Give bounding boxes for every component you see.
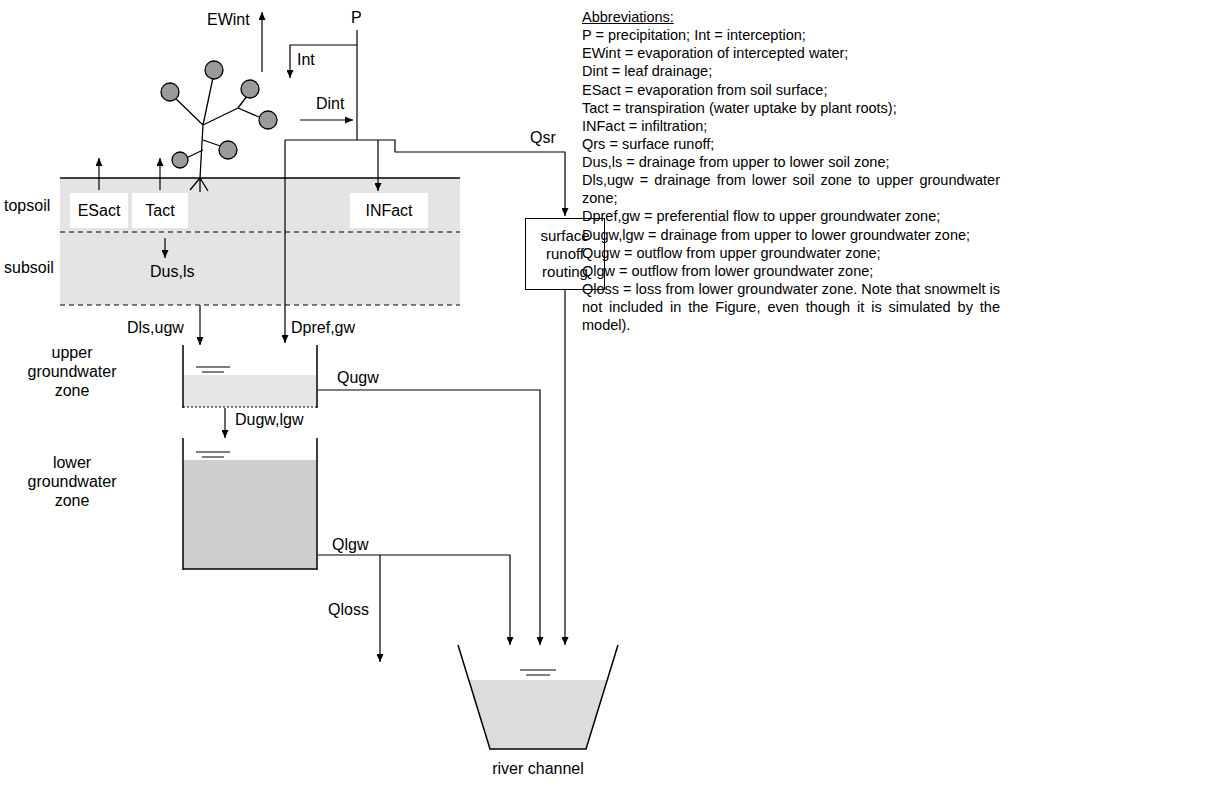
tree-illustration bbox=[161, 61, 277, 192]
node-text: Dus,ls bbox=[150, 262, 194, 281]
abbreviation-entry: Tact = transpiration (water uptake by pl… bbox=[582, 99, 1000, 117]
flux-label: Dpref,gw bbox=[291, 318, 355, 337]
flux-arrow bbox=[261, 12, 262, 72]
soil-layer-boundary bbox=[60, 305, 460, 306]
edge-label: Qlgw bbox=[330, 535, 370, 554]
outline-part bbox=[458, 645, 618, 749]
flux-label: P bbox=[351, 8, 362, 27]
flux-arrow bbox=[377, 140, 378, 191]
outline-part bbox=[196, 367, 230, 372]
groundwater-tank-outline bbox=[182, 345, 318, 408]
ground-surface bbox=[60, 177, 460, 178]
abbreviation-entry: Dpref,gw = preferential flow to upper gr… bbox=[582, 207, 1000, 225]
node-text: Tact bbox=[145, 201, 174, 220]
flux-arrow bbox=[159, 158, 160, 190]
soil-layer-boundary bbox=[60, 232, 460, 233]
abbreviation-entry: Dugw,lgw = drainage from upper to lower … bbox=[582, 226, 1000, 244]
outline-part bbox=[183, 568, 317, 570]
flow-connector bbox=[318, 390, 540, 645]
flux-line bbox=[356, 30, 357, 140]
node-text: upper groundwater zone bbox=[17, 343, 127, 401]
outline-part bbox=[520, 670, 556, 675]
river-channel: river channel bbox=[458, 645, 618, 750]
abbreviation-list: Abbreviations:P = precipitation; Int = i… bbox=[582, 8, 1000, 334]
flux-arrow bbox=[98, 158, 99, 190]
abbreviation-entry: Qloss = loss from lower groundwater zone… bbox=[582, 280, 1000, 334]
flux-label: subsoil bbox=[4, 258, 54, 277]
groundwater-tank-outline bbox=[182, 438, 318, 570]
abbreviation-entry: Dls,ugw = drainage from lower soil zone … bbox=[582, 171, 1000, 207]
flux-box: Tact bbox=[132, 193, 188, 228]
outline-part bbox=[183, 375, 317, 407]
flux-arrow bbox=[284, 140, 285, 343]
drawing-part bbox=[172, 152, 188, 168]
outline-part bbox=[316, 345, 318, 408]
node-text: ESact bbox=[78, 201, 121, 220]
flux-label: topsoil bbox=[4, 196, 50, 215]
abbreviation-entry: Qlgw = outflow from lower groundwater zo… bbox=[582, 262, 1000, 280]
drawing-part bbox=[190, 178, 208, 192]
node-text: lower groundwater zone bbox=[17, 453, 127, 511]
abbreviation-entry: ESact = evaporation from soil surface; bbox=[582, 81, 1000, 99]
abbreviation-entry: Dint = leaf drainage; bbox=[582, 62, 1000, 80]
abbreviation-entry: Dus,ls = drainage from upper to lower so… bbox=[582, 153, 1000, 171]
flow-connector bbox=[224, 408, 225, 438]
groundwater-tank: lower groundwater zone bbox=[182, 438, 318, 570]
soil-block: Dus,ls ESact Tact INFact bbox=[60, 178, 460, 305]
edge-label: Dugw,lgw bbox=[233, 410, 305, 429]
flux-label: Dint bbox=[316, 94, 344, 113]
drawing-part bbox=[241, 80, 259, 98]
outline-part bbox=[196, 452, 230, 457]
abbreviation-entry: EWint = evaporation of intercepted water… bbox=[582, 44, 1000, 62]
flux-label: Int bbox=[297, 50, 315, 69]
drawing-part bbox=[219, 141, 237, 159]
outline-part bbox=[182, 438, 184, 570]
outline-part bbox=[469, 680, 608, 749]
outline-part bbox=[183, 406, 317, 407]
abbreviation-entry: INFact = infiltration; bbox=[582, 117, 1000, 135]
flux-arrow bbox=[164, 238, 165, 258]
outline-part bbox=[316, 438, 318, 570]
drawing-part bbox=[259, 111, 277, 129]
flux-arrow bbox=[379, 555, 380, 662]
flux-arrow bbox=[300, 119, 353, 120]
outline-part bbox=[183, 460, 317, 569]
edge-label: Dls,ugw bbox=[125, 318, 186, 337]
flow-connector bbox=[564, 290, 565, 645]
abbreviation-entry: P = precipitation; Int = interception; bbox=[582, 26, 1000, 44]
flux-arrow bbox=[290, 45, 357, 78]
groundwater-tank: upper groundwater zone bbox=[182, 345, 318, 408]
flux-label: Qloss bbox=[328, 600, 369, 619]
abbreviation-entry: Qrs = surface runoff; bbox=[582, 135, 1000, 153]
flow-connector bbox=[318, 555, 510, 645]
soil-fill bbox=[60, 178, 460, 305]
river-channel-outline bbox=[458, 645, 618, 750]
abbreviation-heading: Abbreviations: bbox=[582, 8, 1000, 26]
node-text: INFact bbox=[365, 201, 412, 220]
node-text: river channel bbox=[438, 759, 638, 778]
drawing-part bbox=[205, 61, 223, 79]
flow-connector bbox=[199, 305, 200, 345]
drawing-part bbox=[172, 73, 266, 178]
edge-label: Qugw bbox=[335, 368, 381, 387]
flux-box: INFact bbox=[350, 193, 428, 228]
flux-label: EWint bbox=[207, 10, 250, 29]
drawing-part bbox=[161, 83, 179, 101]
abbreviation-entry: Qugw = outflow from upper groundwater zo… bbox=[582, 244, 1000, 262]
outline-part bbox=[182, 345, 184, 408]
flux-label: Qsr bbox=[530, 128, 556, 147]
flux-box: ESact bbox=[70, 193, 128, 228]
